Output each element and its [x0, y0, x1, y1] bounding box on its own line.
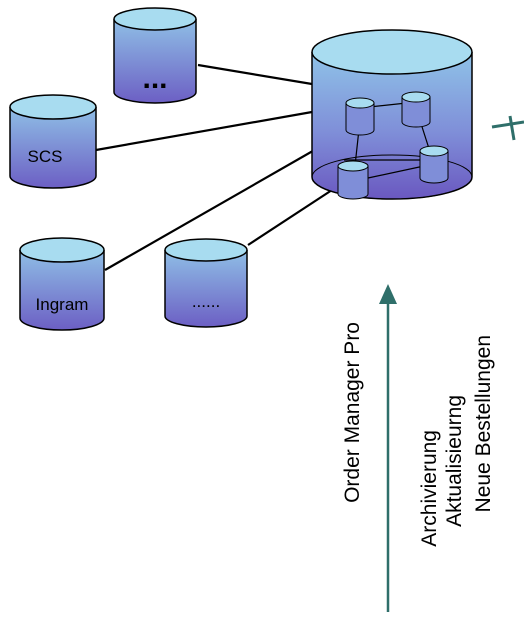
database-central: [311, 29, 473, 200]
connection-lines: [95, 63, 333, 271]
database-scs-label: SCS: [28, 147, 63, 166]
inner-db-3: [419, 145, 449, 184]
database-scs: SCS: [9, 94, 97, 189]
inner-db-4: [337, 160, 369, 200]
database-top-small-label: ...: [142, 62, 167, 95]
database-bottom-small: ......: [164, 238, 248, 328]
label-neue-bestellungen: Neue Bestellungen: [472, 335, 495, 512]
inner-db-1: [345, 97, 375, 136]
database-ingram: Ingram: [19, 237, 105, 331]
label-archivierung: Archivierung: [418, 430, 441, 547]
database-bottom-small-label: ......: [192, 292, 220, 311]
link-top-small: [197, 63, 319, 87]
link-scs: [95, 110, 313, 152]
up-arrow-icon: [379, 284, 397, 612]
label-order-manager-pro: Order Manager Pro: [341, 322, 364, 503]
database-top-small: ...: [113, 7, 197, 104]
link-bottom-small: [247, 189, 333, 246]
arrow-icon: [491, 115, 524, 141]
label-aktualisierung: Aktualisieurng: [443, 395, 466, 527]
inner-db-2: [401, 91, 431, 128]
database-ingram-label: Ingram: [36, 295, 89, 314]
link-ingram: [104, 147, 319, 271]
